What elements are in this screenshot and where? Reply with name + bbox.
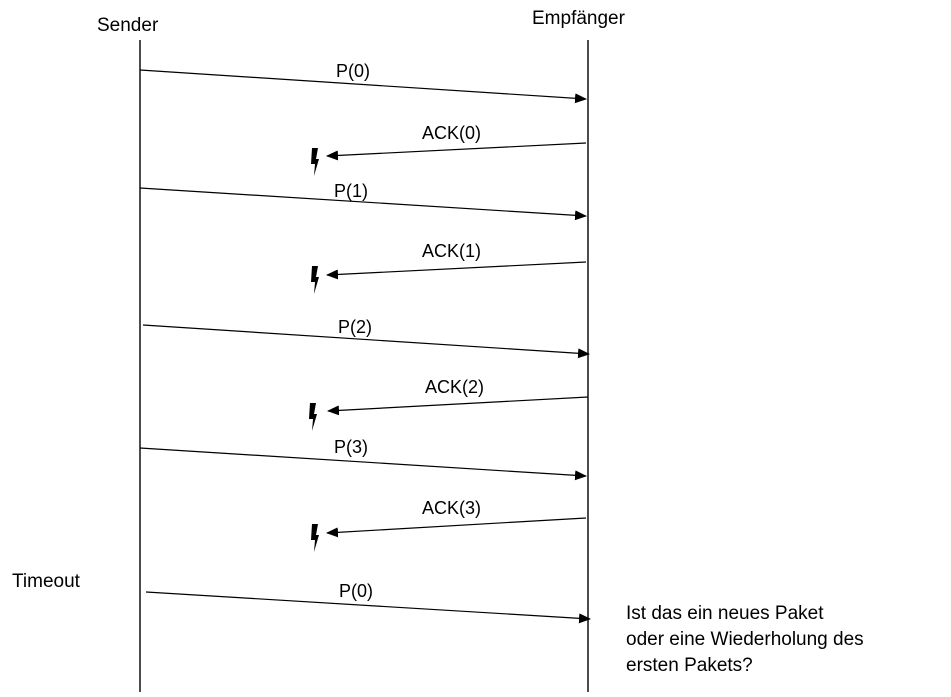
message-label: ACK(1)	[422, 241, 482, 261]
message-label: ACK(3)	[422, 498, 482, 518]
message-arrow-p3	[139, 447, 587, 481]
message-arrow-p0-retransmit	[145, 591, 591, 624]
message-label: P(3)	[334, 437, 369, 457]
message-label: P(0)	[336, 61, 371, 81]
timeout-label: Timeout	[12, 571, 80, 592]
lightning-bolt-icon	[311, 266, 319, 294]
note-line: ersten Pakets?	[626, 655, 753, 676]
lightning-bolt-icon	[309, 403, 317, 431]
message-label: ACK(2)	[425, 377, 485, 397]
note-line: oder eine Wiederholung des	[626, 629, 864, 650]
message-arrow-ack1	[326, 261, 587, 280]
message-arrow-p1	[139, 187, 587, 221]
message-label: P(2)	[338, 317, 373, 337]
message-label: ACK(0)	[422, 123, 482, 143]
sender-label: Sender	[97, 15, 159, 36]
message-arrow-p2	[142, 324, 590, 359]
message-label: P(0)	[339, 581, 374, 601]
message-arrow-p0	[139, 69, 587, 104]
message-arrow-ack0	[326, 142, 587, 161]
lightning-bolt-icon	[311, 148, 319, 176]
message-arrow-ack2	[327, 396, 589, 416]
note-line: Ist das ein neues Paket	[626, 603, 824, 624]
message-arrow-ack3	[326, 517, 587, 538]
receiver-label: Empfänger	[532, 8, 625, 29]
lightning-bolt-icon	[311, 524, 319, 552]
annotation-note: Ist das ein neues Paket oder eine Wieder…	[626, 601, 864, 679]
message-label: P(1)	[334, 181, 369, 201]
